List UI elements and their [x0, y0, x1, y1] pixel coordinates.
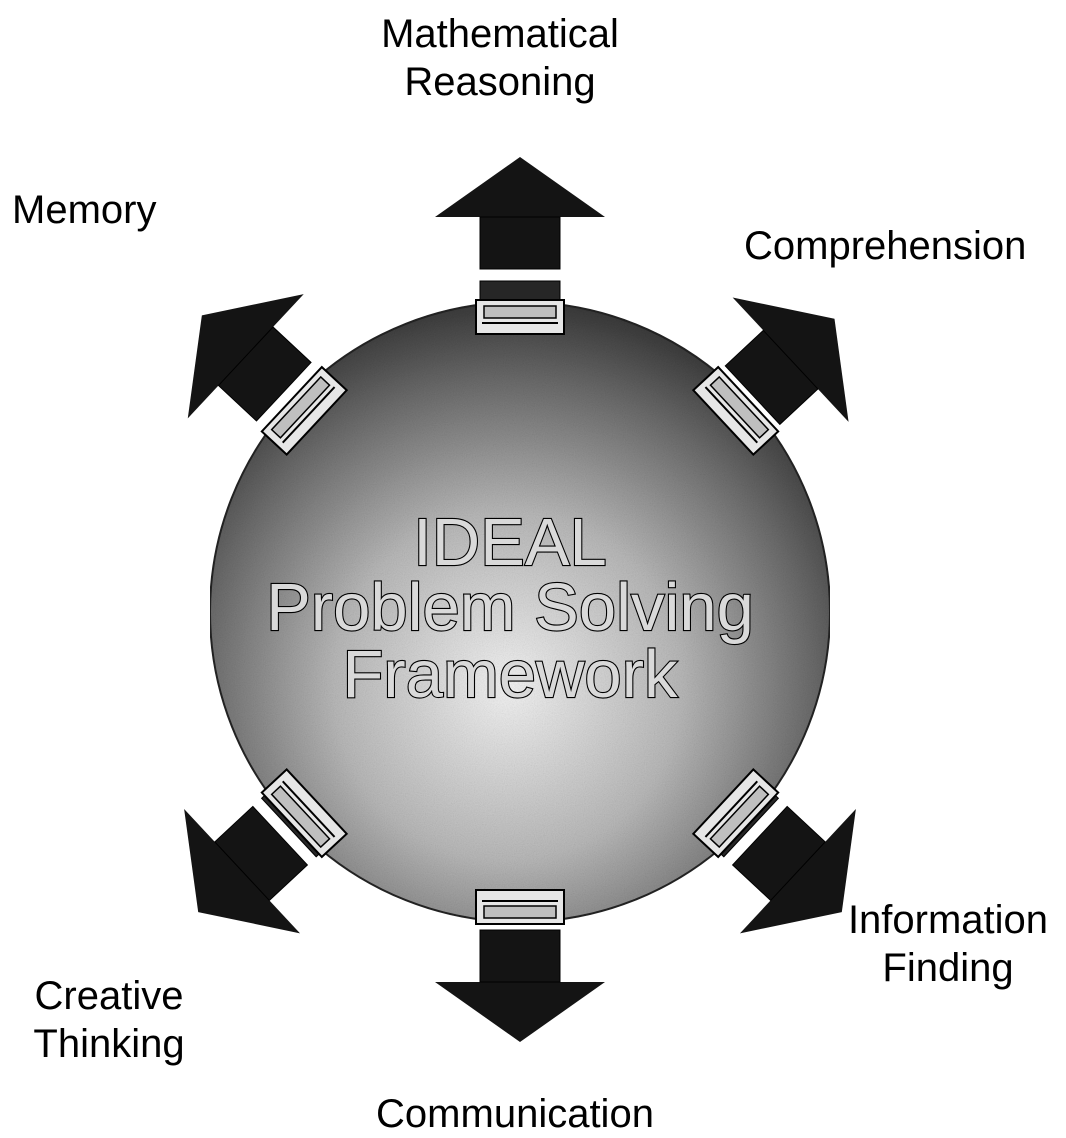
label-mathematical-reasoning: Mathematical Reasoning [360, 10, 640, 106]
arrow-down-segment-1 [479, 929, 561, 983]
arrow-up-right-plate [691, 365, 780, 456]
arrow-up-segment-1 [479, 216, 561, 270]
label-bottom-right-line-1: Information [847, 898, 1049, 942]
arrow-up-left-plate [260, 365, 349, 456]
center-line-1: IDEAL [413, 505, 607, 580]
label-top-right-line-1: Comprehension [744, 224, 1027, 268]
center-title: IDEAL Problem Solving Framework [265, 504, 755, 713]
label-comprehension: Comprehension [744, 222, 1026, 270]
label-creative-thinking: Creative Thinking [14, 972, 204, 1068]
arrow-down-left-segment-1 [214, 805, 309, 902]
label-bottom-left-line-1: Creative [34, 974, 184, 1018]
arrow-down-right-plate [691, 768, 780, 859]
center-line-2: Problem Solving [266, 570, 754, 645]
label-top-left-line-1: Memory [12, 188, 157, 232]
arrow-up-left-segment-1 [217, 326, 312, 422]
label-bottom-left-line-2: Thinking [33, 1022, 185, 1066]
arrow-down-right-segment-1 [731, 805, 826, 902]
center-line-3: Framework [342, 637, 678, 712]
label-information-finding: Information Finding [830, 896, 1066, 992]
label-top-line-2: Reasoning [404, 60, 596, 104]
label-memory: Memory [12, 186, 156, 234]
arrow-up-plate [475, 299, 565, 335]
label-top-line-1: Mathematical [381, 12, 619, 56]
label-bottom-line-1: Communication [376, 1092, 654, 1136]
arrow-down-head [435, 982, 605, 1042]
arrow-down-plate [475, 889, 565, 925]
plates-group [260, 299, 780, 925]
label-bottom-right-line-2: Finding [882, 946, 1014, 990]
arrow-up-right-segment-1 [724, 329, 819, 426]
arrow-down-left-plate [260, 768, 349, 859]
label-communication: Communication [330, 1090, 700, 1138]
arrow-up-head [435, 157, 605, 217]
